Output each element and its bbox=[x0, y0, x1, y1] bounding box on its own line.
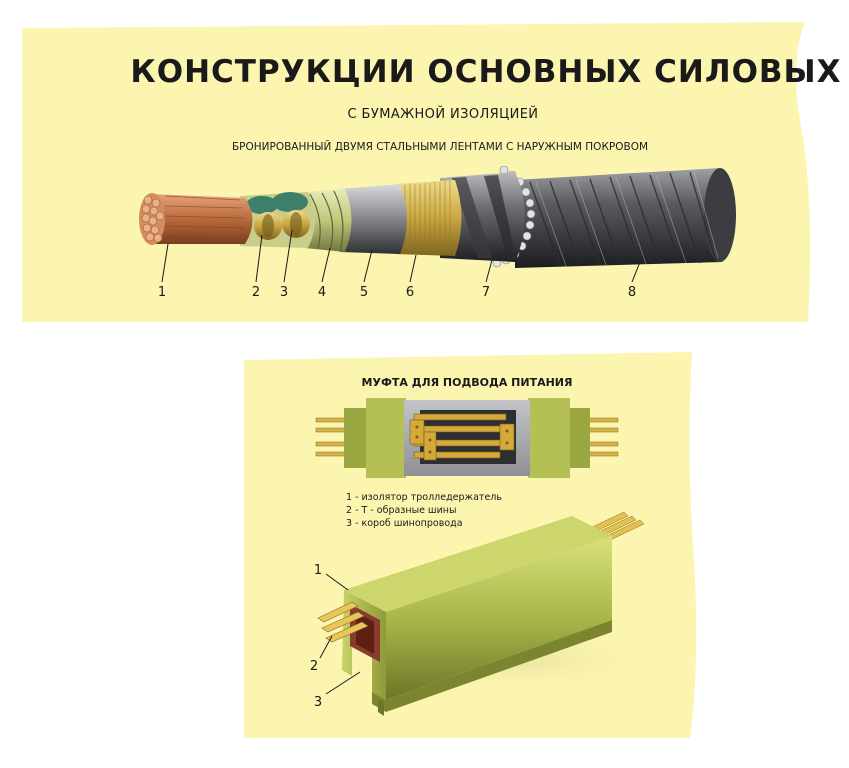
busway-duct-illustration bbox=[317, 511, 670, 716]
copper-conductor bbox=[150, 194, 253, 244]
legend-item-3: 3 - короб шинопровода bbox=[346, 518, 463, 529]
bottom-leader-lines bbox=[319, 573, 361, 695]
joint-schematic bbox=[315, 398, 619, 478]
callout-2: 2 bbox=[252, 285, 260, 300]
duct-callout-3: 3 bbox=[314, 695, 322, 710]
duct-callout-2: 2 bbox=[310, 659, 318, 674]
callout-8: 8 bbox=[628, 285, 636, 300]
callout-5: 5 bbox=[360, 285, 368, 300]
cable-illustration bbox=[139, 165, 736, 268]
legend-item-1: 1 - изолятор тролледержатель bbox=[346, 492, 502, 503]
legend-item-2: 2 - Т - образные шины bbox=[346, 505, 457, 516]
top-leader-lines bbox=[161, 229, 641, 283]
lead-sheath-layer bbox=[340, 184, 407, 254]
callout-7: 7 bbox=[482, 285, 490, 300]
callout-4: 4 bbox=[318, 285, 326, 300]
top-title: КОНСТРУКЦИИ ОСНОВНЫХ СИЛОВЫХ bbox=[130, 54, 841, 90]
top-subtitle: С БУМАЖНОЙ ИЗОЛЯЦИЕЙ bbox=[348, 106, 539, 122]
callout-6: 6 bbox=[406, 285, 414, 300]
callout-1: 1 bbox=[158, 285, 166, 300]
top-caption: БРОНИРОВАННЫЙ ДВУМЯ СТАЛЬНЫМИ ЛЕНТАМИ С … bbox=[232, 140, 648, 153]
duct-callout-1: 1 bbox=[314, 563, 322, 578]
bottom-title: МУФТА ДЛЯ ПОДВОДА ПИТАНИЯ bbox=[362, 376, 573, 389]
callout-3: 3 bbox=[280, 285, 288, 300]
outer-cover-layer bbox=[515, 168, 732, 268]
